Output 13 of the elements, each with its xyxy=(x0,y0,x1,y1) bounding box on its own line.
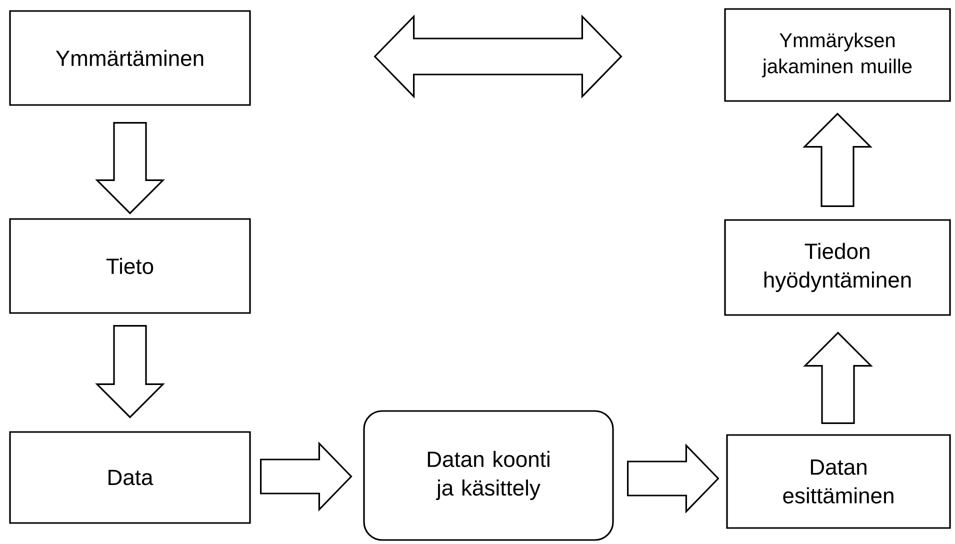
block-arrow xyxy=(803,332,873,424)
block-arrow xyxy=(95,122,165,214)
process-box: Tiedon hyödyntäminen xyxy=(724,219,951,316)
block-arrow xyxy=(260,442,352,512)
process-box: Ymmäryksen jakaminen muille xyxy=(724,8,951,102)
process-box: Ymmärtäminen xyxy=(9,10,251,106)
rounded-box: Datan koonti ja käsittely xyxy=(363,410,614,541)
process-box: Data xyxy=(9,431,251,524)
block-arrow xyxy=(627,444,720,514)
block-arrow xyxy=(802,112,872,207)
block-arrow xyxy=(95,325,165,418)
process-box: Datan esittäminen xyxy=(726,434,951,529)
process-box: Tieto xyxy=(9,218,251,314)
